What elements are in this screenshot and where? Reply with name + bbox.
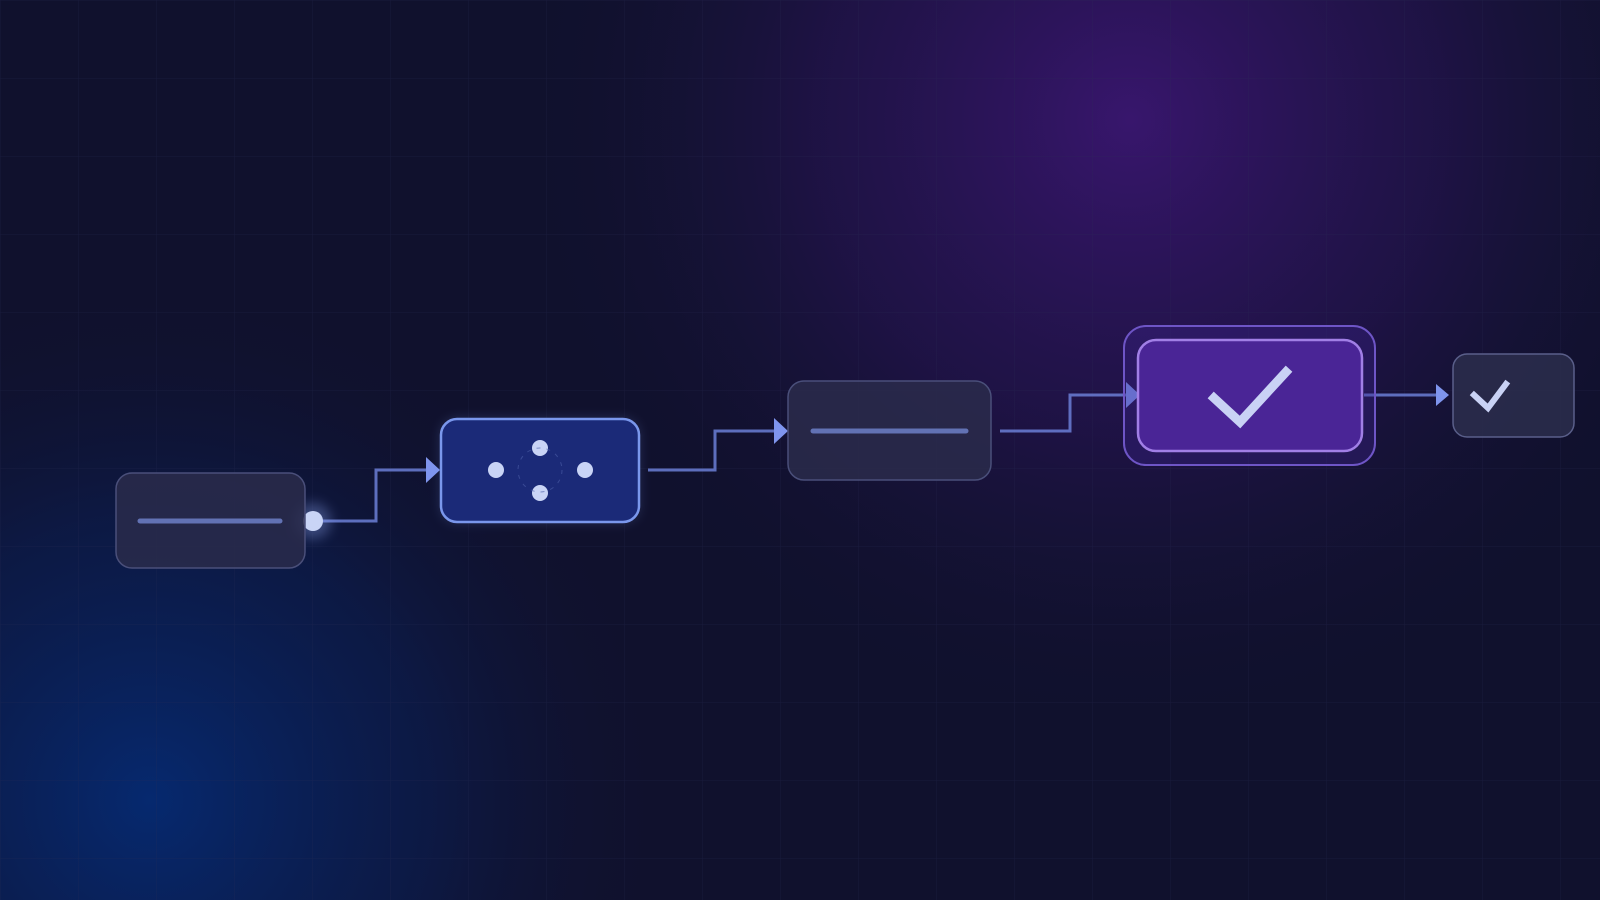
connector-2-3 xyxy=(648,429,775,472)
arrow-into-step-5 xyxy=(1436,384,1449,406)
arrow-into-step-3 xyxy=(774,418,788,444)
processing-dots-icon xyxy=(488,440,593,501)
arrowheads xyxy=(426,382,1449,483)
step-2-processing[interactable] xyxy=(439,417,641,524)
step-3-pending[interactable] xyxy=(787,380,992,481)
checkmark-icon xyxy=(1207,365,1293,429)
connector-3-4 xyxy=(1000,393,1128,433)
step-5-complete[interactable] xyxy=(1452,353,1575,438)
connector-1-2 xyxy=(313,468,430,523)
processing-orbit-icon xyxy=(517,447,563,493)
step-1-pending[interactable] xyxy=(115,472,306,569)
step-4-complete[interactable] xyxy=(1123,325,1376,466)
connectors xyxy=(313,393,1440,523)
checkmark-icon xyxy=(1469,379,1511,413)
start-port-dot xyxy=(303,511,323,531)
arrow-into-step-4 xyxy=(1126,382,1140,408)
arrow-into-step-2 xyxy=(426,457,440,483)
